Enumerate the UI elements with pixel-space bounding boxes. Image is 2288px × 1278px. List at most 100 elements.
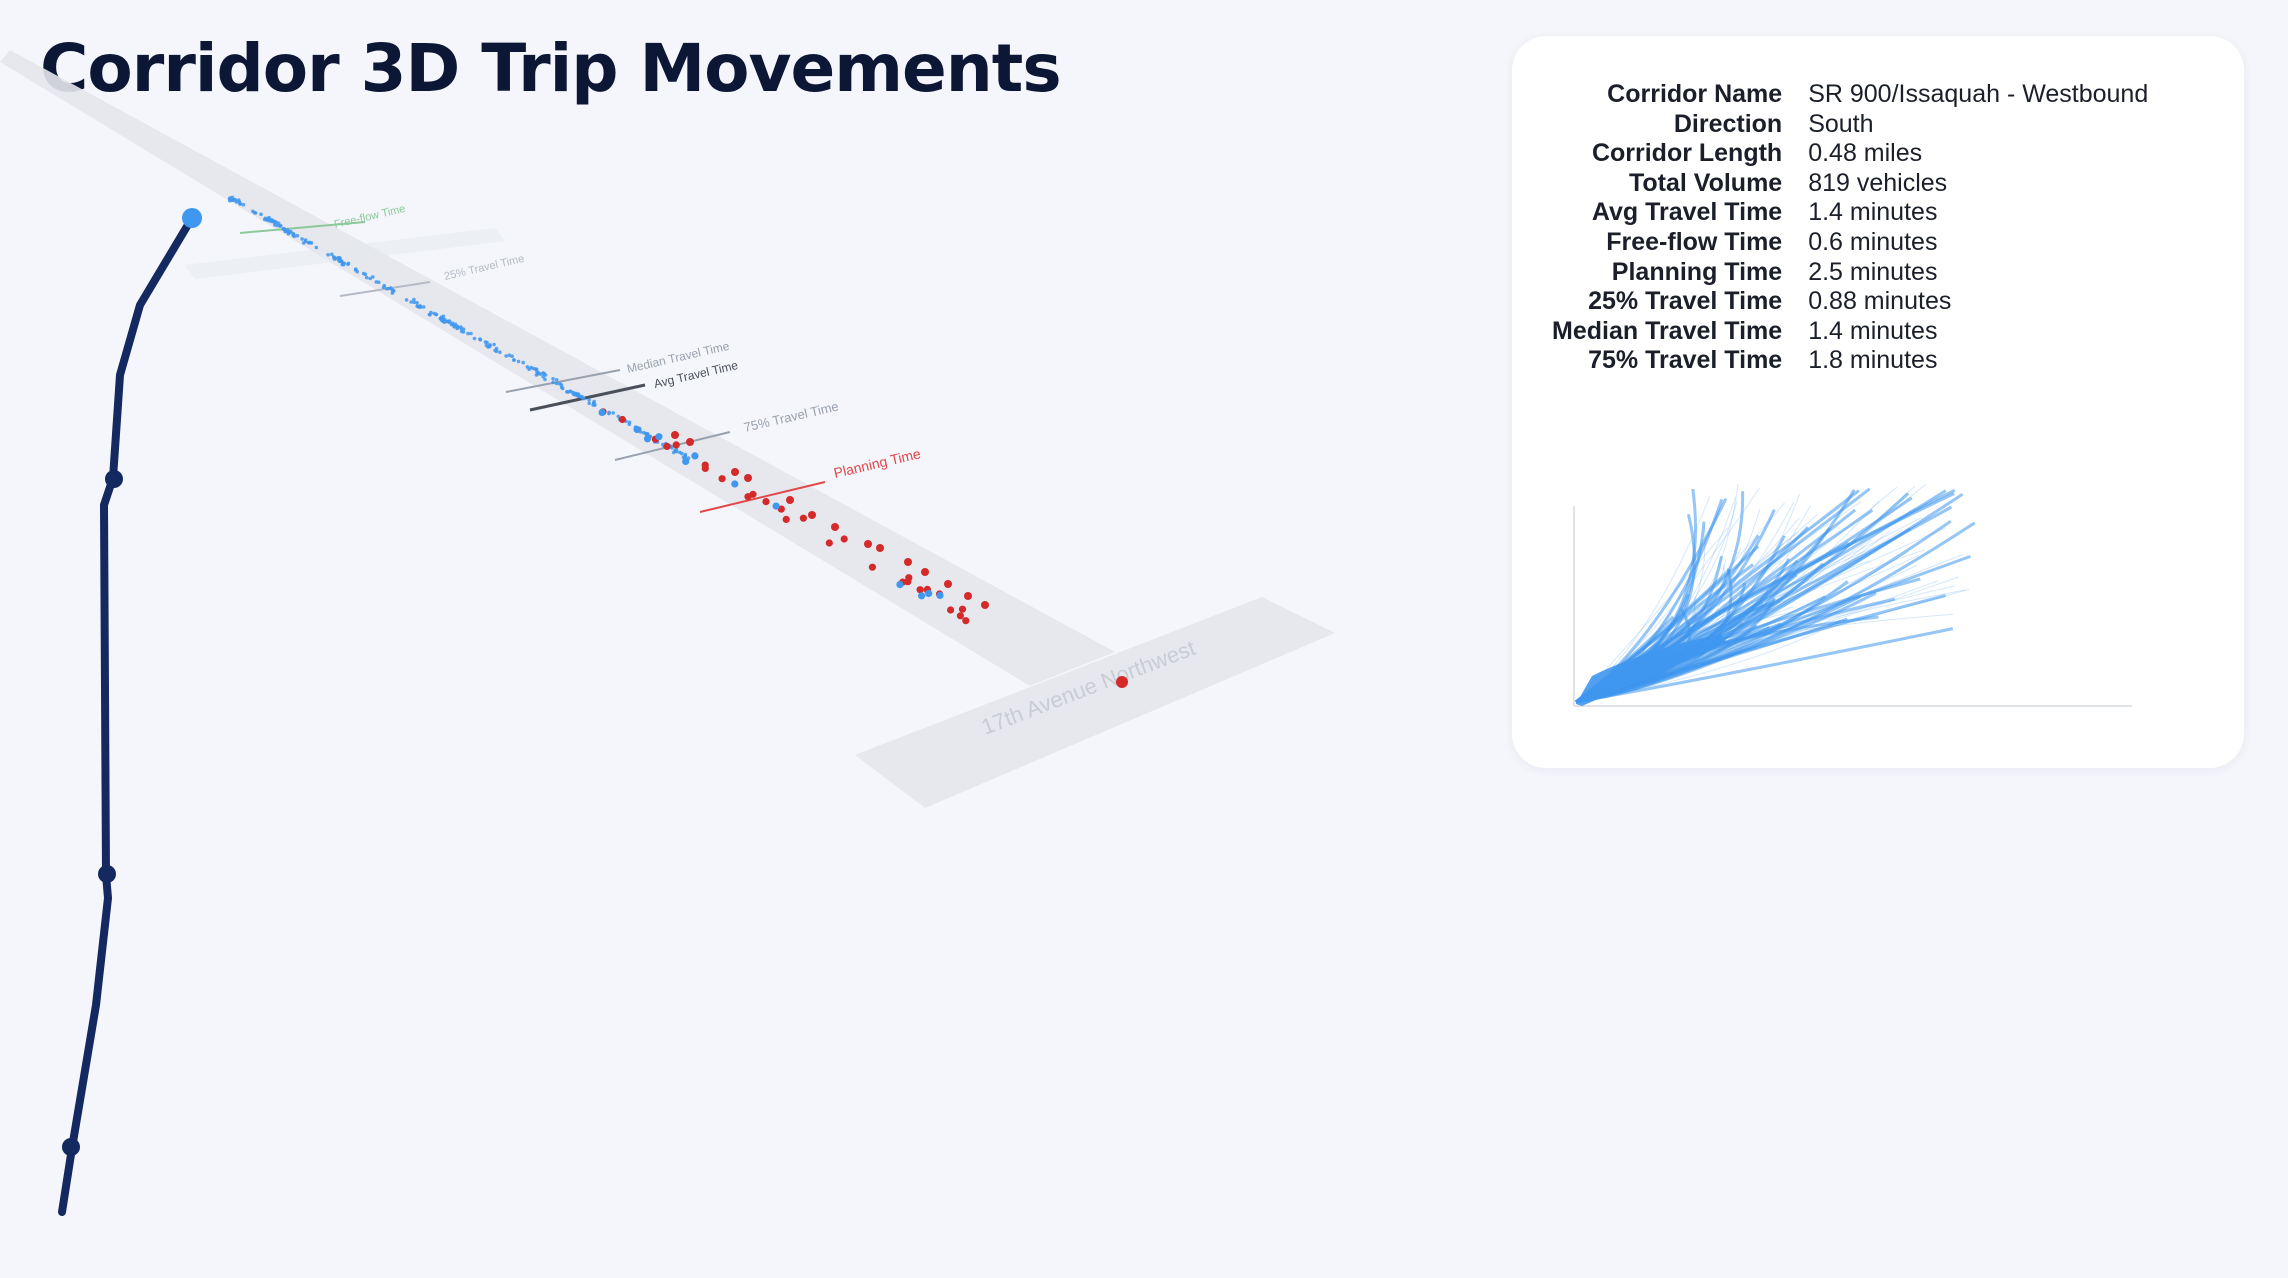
trip-point [364,275,369,280]
trip-point [607,411,611,416]
trip-point [956,612,965,620]
trip-points [227,195,989,625]
stat-row: Corridor Name SR 900/Issaquah - Westbound [1552,80,2148,110]
trip-point [483,340,488,344]
trip-point [825,539,833,547]
trip-point [346,261,351,266]
trip-point [521,360,525,365]
trip-point [981,601,989,609]
stat-label: Avg Travel Time [1591,198,1783,227]
route-node[interactable] [105,470,123,488]
trip-trajectory [1575,613,1828,703]
trip-point [510,354,514,359]
travel-time-chart[interactable] [1552,466,2152,736]
cross-street-marker [1116,676,1128,688]
trip-point [936,591,944,600]
trip-point [772,502,780,510]
stat-label: 75% Travel Time [1588,346,1783,375]
trip-point [551,380,555,385]
trip-point [340,261,345,265]
trip-point [744,474,752,482]
trip-point [434,312,438,317]
trip-point [554,381,559,386]
trip-point [962,617,970,625]
trip-point [450,321,455,326]
stat-label: Planning Time [1611,257,1783,286]
trip-point [921,568,929,576]
trip-point [958,605,967,613]
trip-point [643,435,652,443]
trip-point [412,297,416,302]
planning-label: Planning Time [832,445,922,481]
trip-point [559,383,564,387]
stat-value: 1.8 minutes [1808,346,1938,375]
stat-value: 0.88 minutes [1808,287,1952,316]
route-node[interactable] [98,865,116,883]
route-node[interactable] [62,1138,80,1156]
trip-point [412,300,417,305]
trip-point [918,592,926,600]
trip-point [868,563,877,571]
trip-point [592,399,596,404]
stat-label: Corridor Name [1607,80,1783,108]
route-line[interactable] [58,214,196,1216]
free-flow-line [239,221,366,234]
trip-point [361,271,366,276]
trip-point [355,269,360,274]
stat-row: 75% Travel Time 1.8 minutes [1552,346,2148,376]
trip-point [295,233,300,238]
trip-point [442,320,447,325]
stat-label: Median Travel Time [1552,316,1783,345]
trip-point [516,359,521,364]
trip-point [252,211,257,215]
corridor-3d-scene[interactable]: Free-flow Time 25% Travel Time Median Tr… [0,0,1500,1278]
trip-point [415,301,419,305]
25pct-label: 25% Travel Time [443,253,526,283]
stat-label: Free-flow Time [1606,227,1783,256]
trip-point [777,505,785,513]
route-start-node[interactable] [182,208,202,228]
trip-point [944,580,952,588]
trip-point [864,540,872,548]
trip-point [381,285,386,290]
trip-point [478,337,483,342]
trip-point [642,430,646,435]
trip-point [731,480,739,488]
trip-point [459,325,463,329]
trip-point [387,286,391,291]
trip-point [278,224,283,228]
trip-point [611,411,615,415]
trip-point [507,353,512,358]
75pct-line [614,431,731,461]
trip-point [808,511,816,519]
trip-point [782,515,790,524]
trip-point [718,475,726,483]
trip-point [236,198,241,202]
trip-point [691,452,699,460]
trip-point [466,331,470,336]
trip-point [543,377,547,382]
trip-point [731,468,739,476]
trip-point [701,464,709,472]
trip-point [618,415,627,424]
trip-point [238,202,243,206]
trip-point [291,233,295,237]
trip-point [569,389,573,394]
corridor-stats-table: Corridor Name SR 900/Issaquah - Westbound… [1552,80,2148,376]
trip-point [231,198,235,202]
stat-value: 1.4 minutes [1808,198,1938,227]
trip-point [925,589,933,598]
trip-point [593,403,597,407]
trip-trajectory [1575,627,1954,704]
corridor-bar [0,50,1115,686]
trip-point [627,422,632,427]
trip-point [671,431,679,439]
trip-point [663,442,671,450]
page-title: Corridor 3D Trip Movements [40,30,1062,107]
stat-value: SR 900/Issaquah - Westbound [1808,80,2149,108]
